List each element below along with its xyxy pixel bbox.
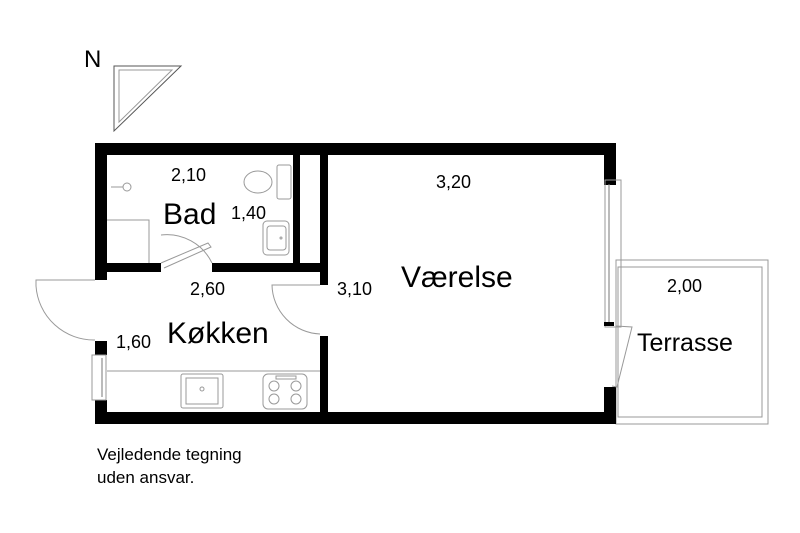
window-right — [604, 179, 622, 328]
terrasse-label: Terrasse — [637, 329, 733, 357]
north-compass: N — [84, 46, 183, 133]
vaerelse-width: 3,20 — [436, 172, 471, 192]
walls — [95, 143, 616, 424]
kokken-depth: 1,60 — [116, 332, 151, 352]
bad-width: 2,10 — [171, 165, 206, 185]
terrasse-width: 2,00 — [667, 276, 702, 296]
bathroom-fixtures — [107, 164, 292, 263]
disclaimer-line-1: Vejledende tegning — [97, 445, 242, 464]
vaerelse-label: Værelse — [401, 261, 513, 294]
window-left — [91, 354, 107, 401]
kokken-label: Køkken — [167, 317, 269, 350]
kokken-width: 2,60 — [190, 279, 225, 299]
doors — [35, 234, 633, 388]
disclaimer-note: Vejledende tegning uden ansvar. — [97, 443, 242, 489]
north-label: N — [84, 46, 101, 73]
bad-label: Bad — [163, 198, 216, 231]
disclaimer-line-2: uden ansvar. — [97, 468, 195, 487]
kitchen-counter — [107, 370, 320, 410]
vaerelse-depth: 3,10 — [337, 279, 372, 299]
terrace-outline — [615, 259, 769, 425]
bad-depth: 1,40 — [231, 203, 266, 223]
